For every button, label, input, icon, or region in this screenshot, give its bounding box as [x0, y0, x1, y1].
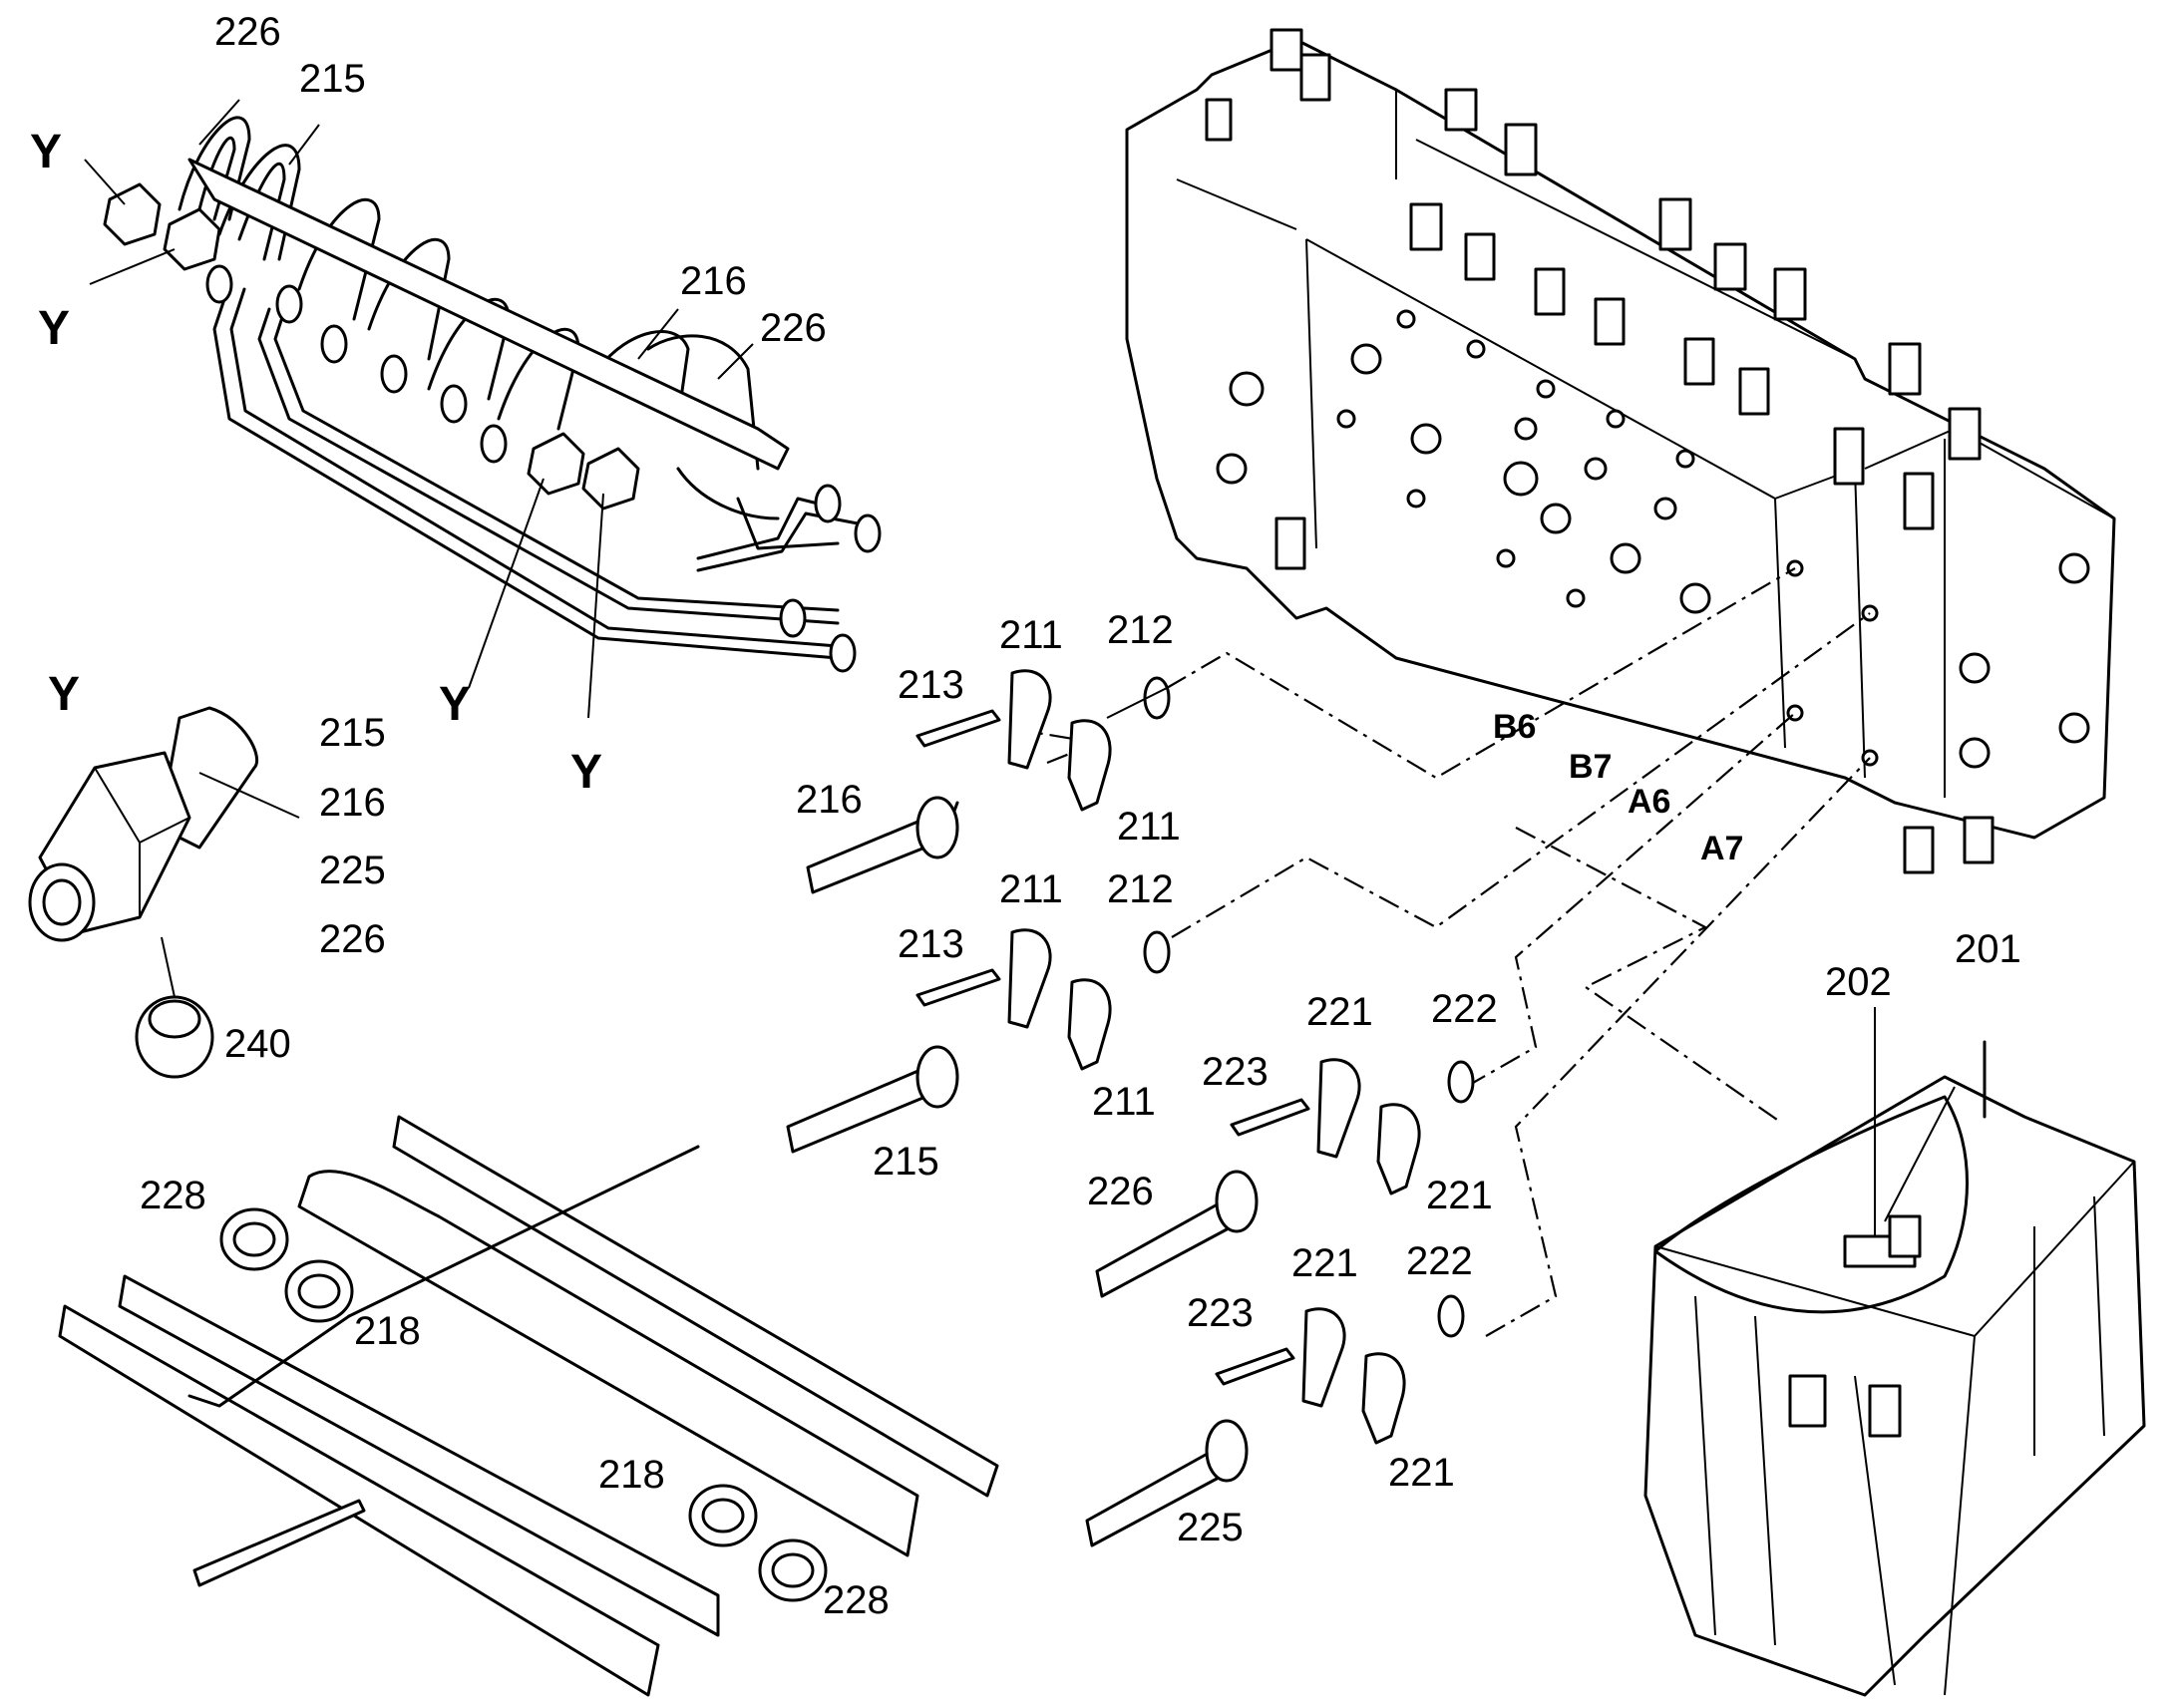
label-202: 202 — [1825, 960, 1892, 1004]
label-detail-y: Y — [48, 668, 80, 721]
label-213-a: 213 — [898, 663, 964, 707]
label-222-b: 222 — [1406, 1239, 1473, 1283]
label-detail-226: 226 — [319, 917, 386, 961]
hex-nut-y-4 — [581, 447, 640, 511]
label-port-b7: B7 — [1569, 748, 1612, 786]
label-port-b6: B6 — [1493, 708, 1536, 746]
control-valve — [1125, 28, 2116, 874]
label-detail-225: 225 — [319, 849, 386, 892]
label-223-a: 223 — [1202, 1050, 1269, 1094]
label-218-b: 218 — [598, 1453, 665, 1497]
flange-kit-1 — [806, 669, 1171, 894]
label-216-mid: 216 — [680, 259, 747, 303]
label-y-top-2: Y — [38, 302, 70, 355]
label-y-top-1: Y — [30, 126, 62, 178]
detail-y-fitting — [28, 706, 300, 1079]
label-212-a: 212 — [1107, 608, 1174, 652]
flange-kit-4 — [1085, 1294, 1465, 1547]
clamp-assembly — [58, 1115, 999, 1697]
label-port-a7: A7 — [1700, 830, 1743, 867]
label-216-b: 216 — [796, 778, 863, 822]
label-221-d: 221 — [1388, 1451, 1455, 1495]
label-213-b: 213 — [898, 922, 964, 966]
label-215-top: 215 — [299, 57, 366, 101]
label-226-top: 226 — [214, 10, 281, 54]
label-211-d: 211 — [1092, 1080, 1156, 1124]
label-228-a: 228 — [140, 1174, 206, 1217]
connector-lines — [1036, 567, 1871, 1337]
label-226-mid: 226 — [760, 306, 827, 350]
hex-nut-y-3 — [527, 432, 585, 496]
flange-kit-3 — [1095, 1058, 1475, 1298]
label-240: 240 — [224, 1022, 291, 1066]
label-201: 201 — [1955, 927, 2021, 971]
label-211-c: 211 — [999, 867, 1063, 911]
label-212-b: 212 — [1107, 867, 1174, 911]
label-225-b: 225 — [1177, 1506, 1244, 1549]
label-222-a: 222 — [1431, 987, 1498, 1031]
label-226-b: 226 — [1087, 1170, 1154, 1213]
label-221-b: 221 — [1426, 1174, 1493, 1217]
hose-bundle — [84, 99, 882, 719]
label-y-mid-2: Y — [570, 746, 602, 799]
hex-nut-y-2 — [163, 207, 221, 271]
operator-cab — [1643, 1007, 2146, 1697]
label-port-a6: A6 — [1628, 783, 1670, 821]
label-211-a: 211 — [999, 613, 1063, 657]
label-221-a: 221 — [1306, 990, 1373, 1034]
label-211-b: 211 — [1117, 805, 1181, 849]
label-215-b: 215 — [873, 1140, 939, 1184]
hex-nut-y-1 — [103, 182, 162, 246]
label-228-b: 228 — [823, 1578, 890, 1622]
flange-kit-2 — [786, 928, 1171, 1154]
label-detail-216: 216 — [319, 781, 386, 825]
label-detail-215: 215 — [319, 711, 386, 755]
label-218-a: 218 — [354, 1309, 421, 1353]
label-223-b: 223 — [1187, 1291, 1254, 1335]
label-y-mid-1: Y — [439, 678, 471, 731]
label-221-c: 221 — [1291, 1241, 1358, 1285]
